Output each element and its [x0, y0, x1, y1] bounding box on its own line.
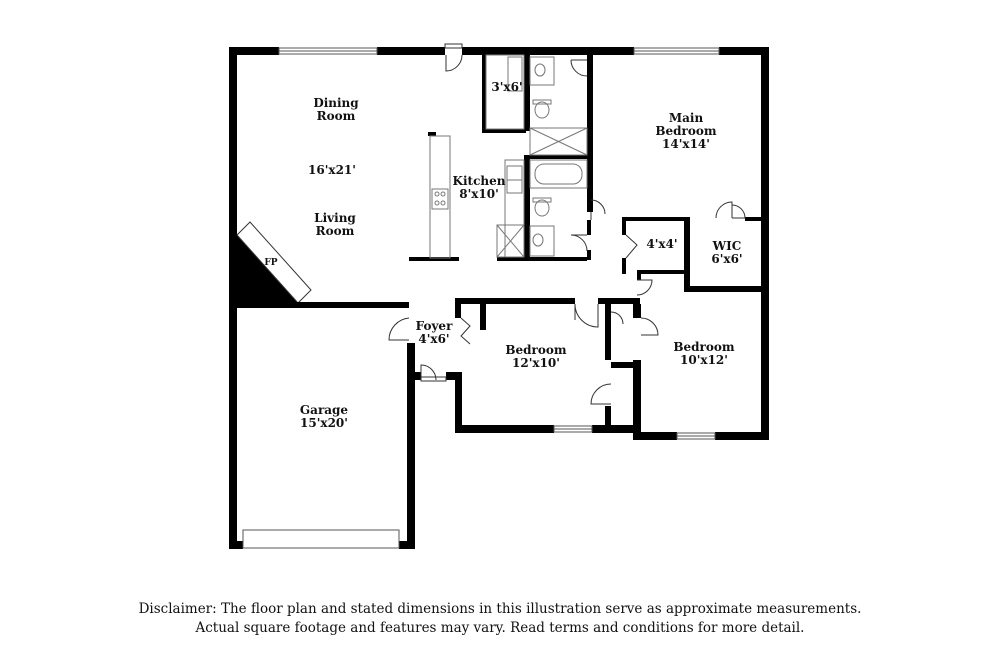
kitchen-label: Kitchen [453, 174, 506, 188]
wic-label: WIC [712, 239, 742, 253]
main-bedroom-label-line1: Main [669, 111, 704, 125]
bedroom-2-labels: Bedroom 12'x10' [505, 343, 566, 370]
closet-dimension: 4'x4' [646, 237, 677, 251]
main-bedroom-dimension: 14'x14' [662, 137, 710, 151]
bedroom-3-label: Bedroom [673, 340, 734, 354]
kitchen-fixtures [429, 54, 525, 259]
laundry-dimension: 3'x6' [491, 80, 522, 94]
doors [388, 43, 746, 405]
wic-dimension: 6'x6' [711, 252, 742, 266]
floor-plan: Dining Room 16'x21' Living Room FP 3'x6'… [229, 43, 769, 549]
fireplace-hearth [236, 221, 312, 304]
bedroom-3-dimension: 10'x12' [680, 353, 728, 367]
main-bedroom-label-line2: Bedroom [655, 124, 716, 138]
bedroom-2-dimension: 12'x10' [512, 356, 560, 370]
kitchen-labels: Kitchen 8'x10' [453, 174, 506, 201]
windows [242, 47, 720, 549]
bedroom-2-label: Bedroom [505, 343, 566, 357]
disclaimer-line-1: Disclaimer: The floor plan and stated di… [138, 601, 862, 617]
living-room-label-line2: Room [316, 224, 355, 238]
main-bedroom-labels: Main Bedroom 14'x14' [655, 111, 716, 151]
foyer-labels: Foyer 4'x6' [416, 319, 453, 346]
interior-walls [229, 47, 765, 432]
bathroom-fixtures [496, 56, 588, 258]
fireplace-label: FP [264, 258, 277, 268]
dining-room-label-line1: Dining [313, 96, 359, 110]
dining-living-labels: Dining Room 16'x21' Living Room [308, 96, 359, 238]
garage-dimension: 15'x20' [300, 416, 348, 430]
wic-labels: WIC 6'x6' [711, 239, 742, 266]
bedroom-3-labels: Bedroom 10'x12' [673, 340, 734, 367]
disclaimer: Disclaimer: The floor plan and stated di… [0, 600, 1000, 638]
living-room-label-line1: Living [314, 211, 356, 225]
foyer-dimension: 4'x6' [418, 332, 449, 346]
dining-room-label-line2: Room [317, 109, 356, 123]
kitchen-dimension: 8'x10' [459, 187, 499, 201]
disclaimer-line-2: Actual square footage and features may v… [195, 620, 805, 636]
foyer-label: Foyer [416, 319, 453, 333]
garage-labels: Garage 15'x20' [300, 403, 349, 430]
dining-living-dimension: 16'x21' [308, 163, 356, 177]
garage-label: Garage [300, 403, 349, 417]
